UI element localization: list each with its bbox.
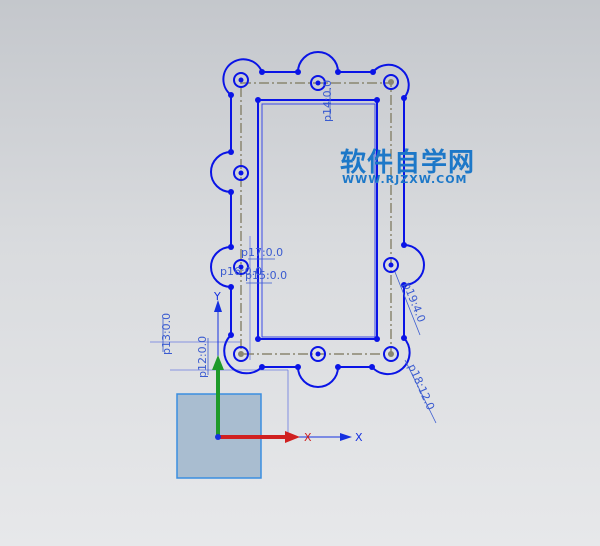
y-axis-label: Y (213, 290, 221, 303)
dimension-p18[interactable]: p18:12.0 (405, 362, 437, 412)
dimension-p12[interactable]: p12:0.0 (196, 336, 209, 378)
dimension-p16[interactable]: p16:0.0 (220, 265, 262, 278)
centerline-rectangle[interactable] (240, 82, 392, 355)
x-axis-label: X (355, 431, 363, 444)
centerline-corners (238, 79, 394, 357)
inner-offset-rectangle[interactable] (261, 103, 376, 338)
watermark-title: 软件自学网 (340, 148, 476, 178)
sketch-axes (212, 300, 352, 443)
watermark-url: WWW.RJZXW.COM (342, 173, 468, 186)
points (228, 69, 407, 370)
x-axis-label-red: X (304, 431, 312, 444)
dimension-p13[interactable]: p13:0.0 (160, 313, 173, 355)
dimension-p17[interactable]: p17:0.0 (241, 246, 283, 259)
dimension-lines (162, 88, 437, 424)
dimension-p15[interactable]: p15:0.0 (245, 269, 287, 282)
inner-rectangle[interactable] (257, 99, 378, 340)
dimension-p14[interactable]: p14:0.0 (321, 80, 334, 122)
holes[interactable] (233, 72, 399, 362)
